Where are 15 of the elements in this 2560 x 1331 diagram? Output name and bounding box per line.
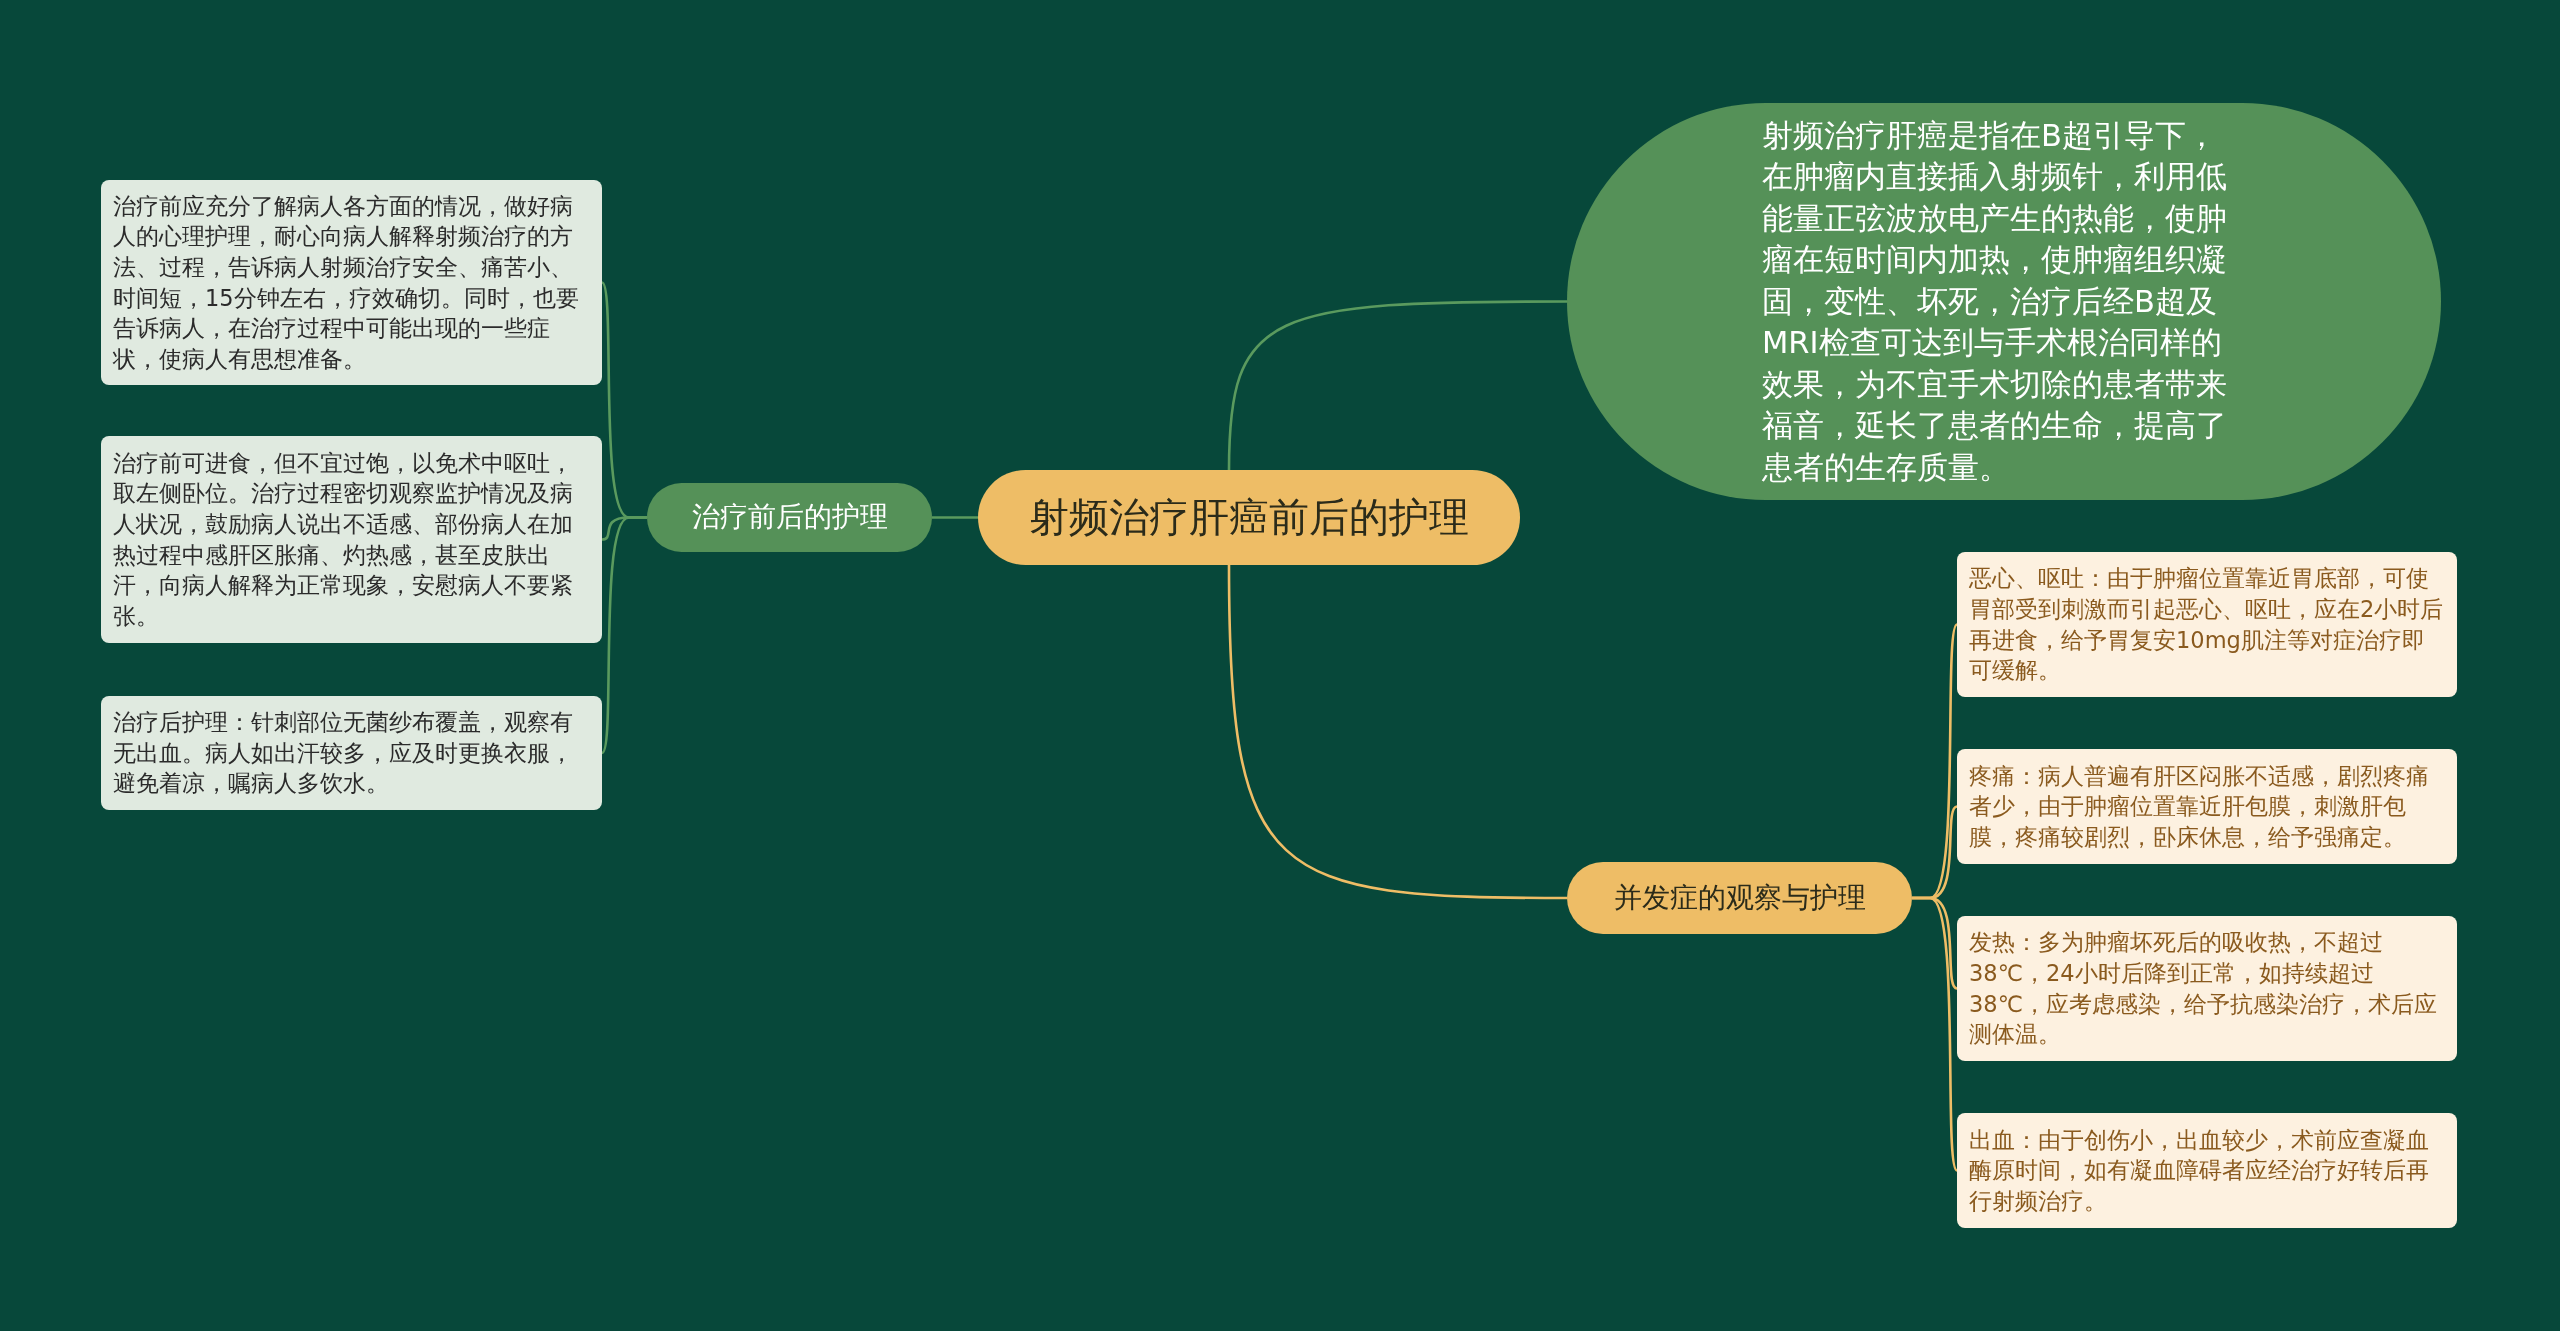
connector-line [932, 516, 978, 519]
connector-line [1912, 896, 1959, 1172]
connector-line [1227, 300, 1567, 471]
connector-line [600, 516, 647, 754]
note-card: 恶心、呕吐：由于肿瘤位置靠近胃底部，可使胃部受到刺激而引起恶心、呕吐，应在2小时后再进食，给予胃复安10mg肌注等对症治疗即可缓解。 [1957, 552, 2457, 697]
note-card: 治疗后护理：针刺部位无菌纱布覆盖，观察有无出血。病人如出汗较多，应及时更换衣服，避免着凉，嘱病人多饮水。 [101, 696, 602, 810]
note-card: 疼痛：病人普遍有肝区闷胀不适感，剧烈疼痛者少，由于肿瘤位置靠近肝包膜，刺激肝包膜，疼痛较剧烈，卧床休息，给予强痛定。 [1957, 749, 2457, 864]
note-card: 治疗前应充分了解病人各方面的情况，做好病人的心理护理，耐心向病人解释射频治疗的方法、过程，告诉病人射频治疗安全、痛苦小、时间短，15分钟左右，疗效确切。同时，也要告诉病人，在治疗过程中可能出现的一些症状，使病人有思想准备。 [101, 180, 602, 385]
note-card: 出血：由于创伤小，出血较少，术前应查凝血酶原时间，如有凝血障碍者应经治疗好转后再行射频治疗。 [1957, 1113, 2457, 1228]
subtopic-box: 治疗前后的护理 [647, 483, 932, 552]
note-card: 发热：多为肿瘤坏死后的吸收热，不超过38℃，24小时后降到正常，如持续超过38℃，应考虑感染，给予抗感染治疗，术后应测体温。 [1957, 916, 2457, 1061]
subtopic-box: 并发症的观察与护理 [1567, 862, 1912, 934]
topic-box: 射频治疗肝癌前后的护理 [978, 470, 1520, 565]
note-card: 治疗前可进食，但不宜过饱，以免术中呕吐，取左侧卧位。治疗过程密切观察监护情况及病人状况，鼓励病人说出不适感、部份病人在加热过程中感肝区胀痛、灼热感，甚至皮肤出汗，向病人解释为正常现象，安慰病人不要紧张。 [101, 436, 602, 643]
connector-line [1227, 565, 1567, 900]
